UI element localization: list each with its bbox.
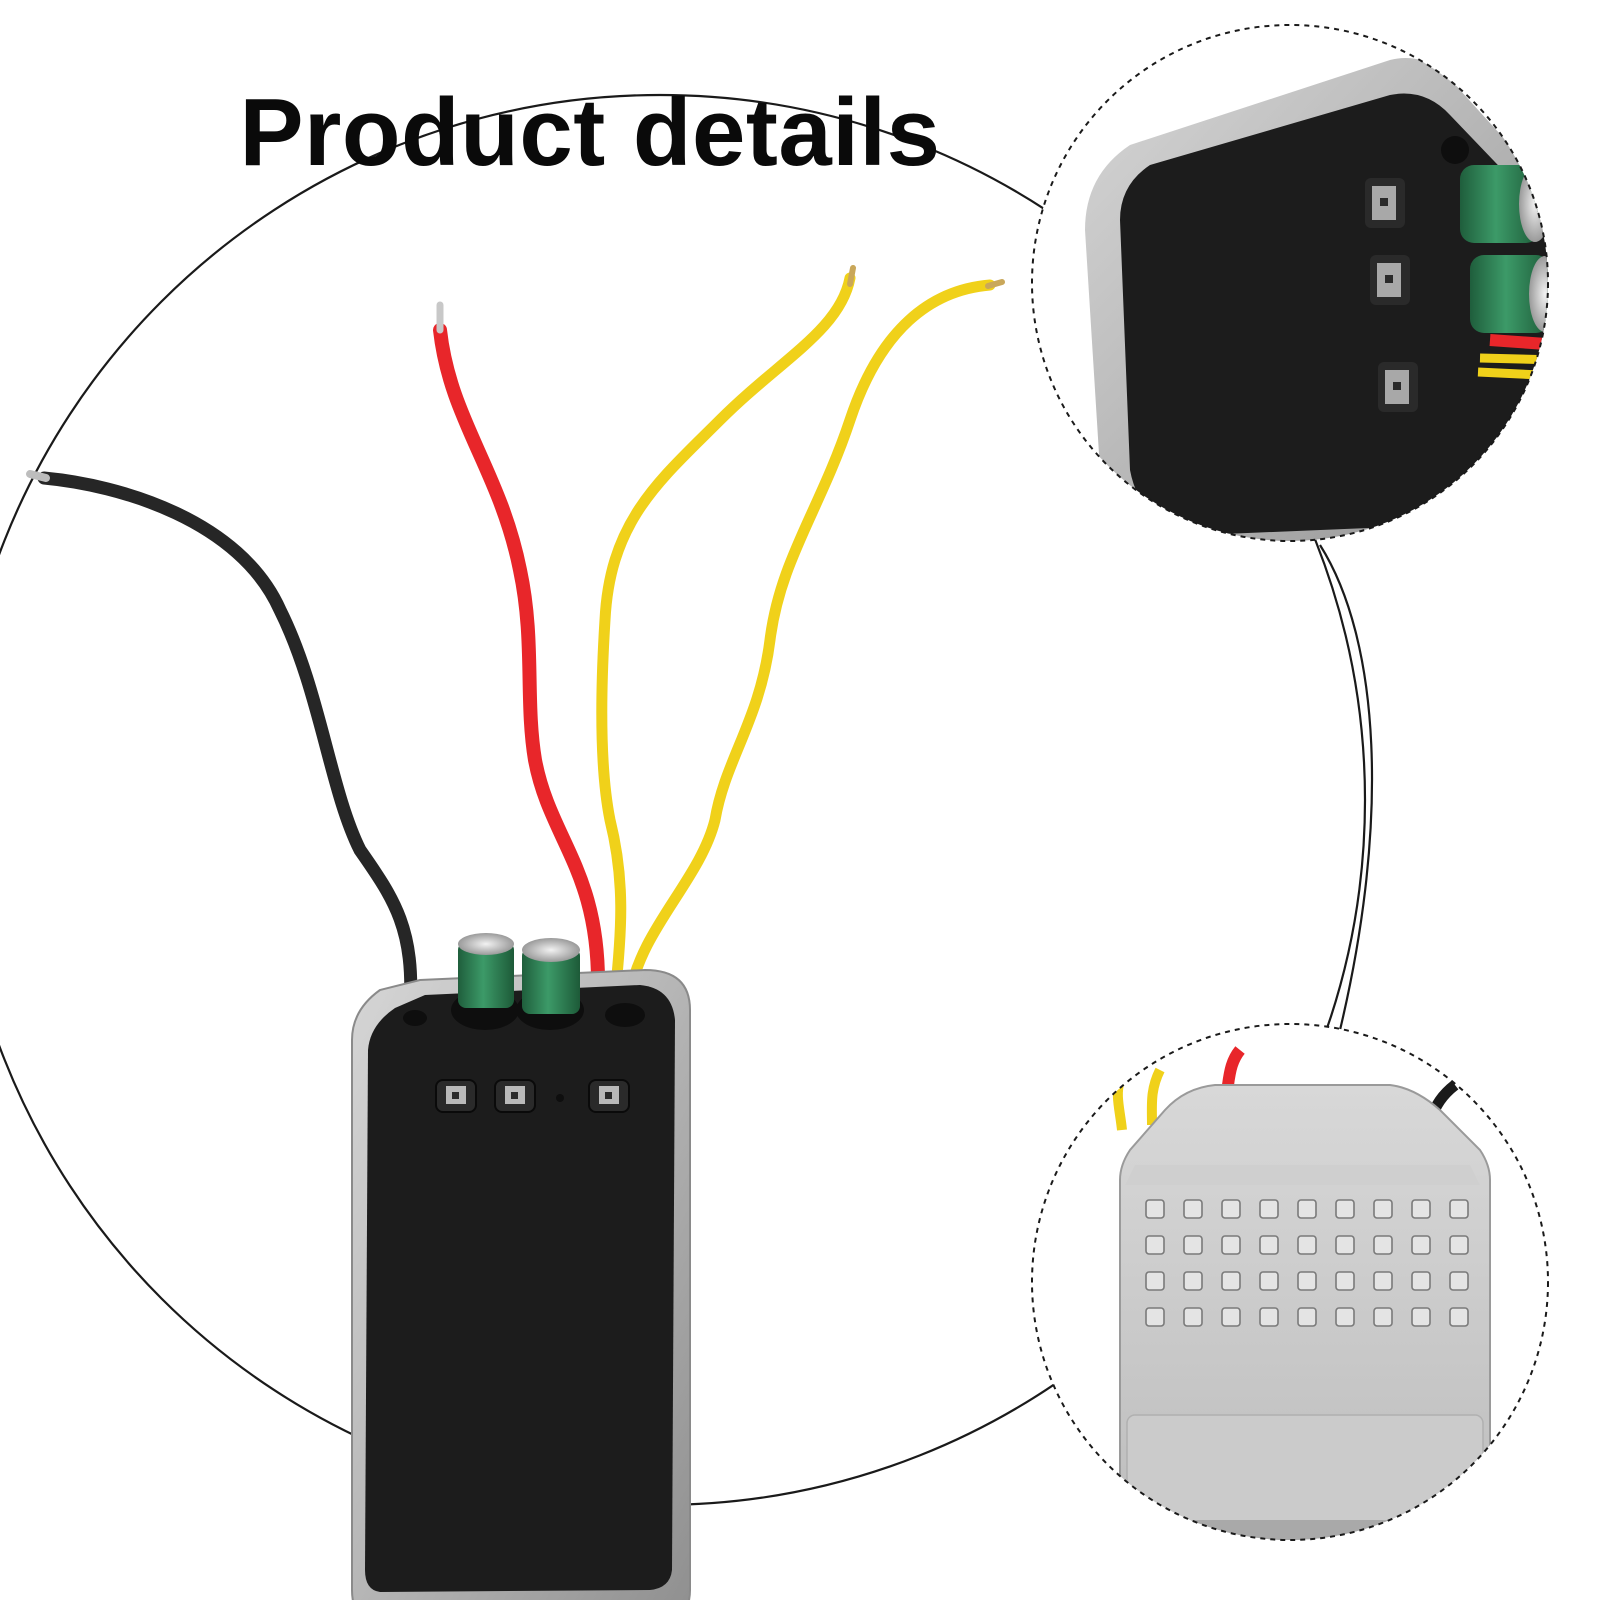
wire-hole-left (403, 1010, 427, 1026)
heatsink-dimple (1449, 1271, 1469, 1291)
black-wire-tip (26, 470, 50, 482)
detail-circle-top (1031, 24, 1549, 542)
heatsink-dimple (1449, 1199, 1469, 1219)
heatsink-dimple (1411, 1307, 1431, 1327)
module-black-face (365, 985, 675, 1592)
heatsink-dimple (1297, 1307, 1317, 1327)
heatsink-dimple (1145, 1199, 1165, 1219)
heatsink-dimple (1335, 1271, 1355, 1291)
heatsink-dimple (1259, 1235, 1279, 1255)
closeup-terminal-3 (1378, 362, 1418, 412)
heatsink-dimple (1183, 1307, 1203, 1327)
heatsink-dimple (1297, 1199, 1317, 1219)
capacitor-right (522, 938, 580, 1014)
heatsink-dimple (1183, 1199, 1203, 1219)
heatsink-dimple (1221, 1235, 1241, 1255)
heatsink-dimple (1221, 1271, 1241, 1291)
heatsink-dimple (1373, 1307, 1393, 1327)
heatsink-dimple (1297, 1271, 1317, 1291)
heatsink-dimple (1145, 1307, 1165, 1327)
yellow-wire-left-tip (847, 265, 856, 287)
closeup-capacitor-1 (1460, 165, 1548, 243)
heatsink-dimple-grid (1145, 1199, 1469, 1327)
spade-terminal-1 (435, 1079, 477, 1113)
detail-circle-bottom (1031, 1023, 1549, 1541)
heatsink-dimple (1259, 1199, 1279, 1219)
heatsink-dimple (1449, 1235, 1469, 1255)
closeup-terminal-2 (1370, 255, 1410, 305)
black-wire (37, 471, 418, 1017)
capacitor-left (458, 933, 514, 1008)
heatsink-dimple (1335, 1235, 1355, 1255)
heatsink-dimple (1145, 1271, 1165, 1291)
red-wire (433, 323, 606, 997)
heatsink-dimple (1411, 1199, 1431, 1219)
heatsink-dimple (1259, 1307, 1279, 1327)
heatsink-dimple (1449, 1307, 1469, 1327)
detail-connector-arc (1319, 544, 1374, 1031)
yellow-wire-right (624, 279, 996, 1001)
heatsink-dimple (1259, 1271, 1279, 1291)
page-title: Product details (239, 79, 941, 186)
heatsink-dimple (1373, 1199, 1393, 1219)
heatsink-dimple (1411, 1235, 1431, 1255)
center-dot (556, 1094, 564, 1102)
heatsink-dimple (1335, 1199, 1355, 1219)
closeup-terminal-1 (1365, 178, 1405, 228)
main-product-image (26, 265, 1005, 1600)
heatsink-dimple (1411, 1271, 1431, 1291)
heatsink-dimple (1145, 1235, 1165, 1255)
closeup-capacitor-2 (1470, 255, 1548, 333)
spade-terminal-2 (494, 1079, 536, 1113)
yellow-wire-right-tip (985, 279, 1005, 289)
heatsink-dimple (1373, 1271, 1393, 1291)
heatsink-dimple (1183, 1235, 1203, 1255)
heatsink-dimple (1335, 1307, 1355, 1327)
heatsink-dimple (1221, 1199, 1241, 1219)
spade-terminal-3 (588, 1079, 630, 1113)
heatsink-dimple (1373, 1235, 1393, 1255)
heatsink-dimple (1297, 1235, 1317, 1255)
wire-hole-right (605, 1003, 645, 1027)
yellow-wire-left (596, 272, 856, 1001)
heatsink-dimple (1221, 1307, 1241, 1327)
heatsink-dimple (1183, 1271, 1203, 1291)
